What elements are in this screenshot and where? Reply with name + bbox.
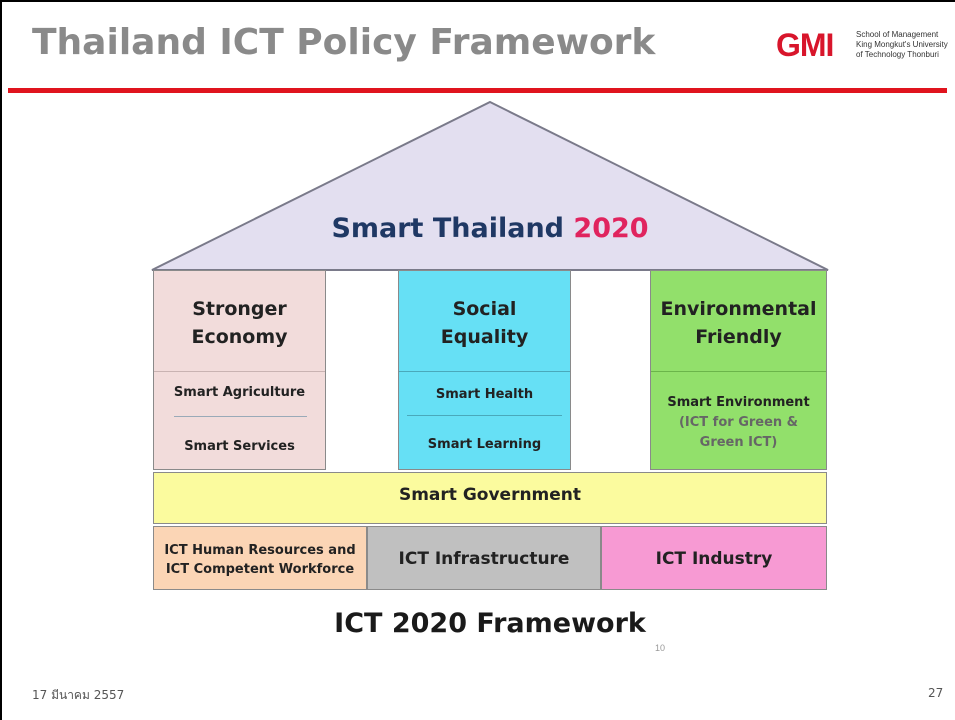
pillar-divider: [154, 371, 325, 372]
slide-top-border: [0, 0, 955, 2]
pillar-heading-line-1: Social: [452, 298, 517, 320]
pillar-heading-line-2: Friendly: [695, 326, 782, 348]
pillar-item: Smart Services: [184, 439, 295, 454]
footer-date: 17 มีนาคม 2557: [32, 688, 125, 702]
smart-government-label: Smart Government: [398, 485, 582, 505]
pillar-heading-line-2: Economy: [191, 326, 288, 348]
pillar-item: Smart Environment: [667, 395, 810, 410]
pillar-heading: Social Equality: [399, 295, 570, 351]
pillar-item-note: (ICT for Green &: [678, 415, 799, 430]
smart-government-bar: Smart Government: [153, 472, 827, 524]
pillar-heading-line-1: Environmental: [660, 298, 817, 320]
roof-title-year: 2020: [573, 213, 649, 244]
roof-title-main: Smart Thailand: [331, 213, 574, 244]
logo-line-3: of Technology Thonburi: [856, 50, 939, 59]
item-divider: [174, 416, 307, 417]
foundation-label: ICT Industry: [655, 549, 773, 569]
pillar-environmental-friendly: Environmental Friendly Smart Environment…: [650, 270, 827, 470]
slide-left-border: [0, 0, 2, 720]
pillar-divider: [399, 371, 570, 372]
logo-mark: GMI: [776, 27, 834, 63]
pillar-social-equality: Social Equality Smart Health Smart Learn…: [398, 270, 571, 470]
pillar-heading-line-2: Equality: [440, 326, 529, 348]
footer-page-number: 27: [928, 686, 944, 700]
title-divider: [8, 88, 947, 93]
diagram-caption: ICT 2020 Framework: [334, 608, 646, 639]
foundation-label-line-1: ICT Human Resources and: [164, 543, 356, 558]
pillar-divider: [651, 371, 826, 372]
image-source-number: 10: [655, 643, 666, 653]
foundation-label: ICT Human Resources and ICT Competent Wo…: [154, 541, 366, 579]
pillar-stronger-economy: Stronger Economy Smart Agriculture Smart…: [153, 270, 326, 470]
gmi-logo: GMI School of Management King Mongkut's …: [776, 28, 954, 64]
roof-title: Smart Thailand 2020: [150, 213, 830, 244]
pillar-item: Smart Health: [435, 387, 534, 402]
house-roof: [151, 100, 829, 271]
foundation-label-line-2: ICT Competent Workforce: [165, 562, 355, 577]
pillar-heading: Environmental Friendly: [651, 295, 826, 351]
logo-line-2: King Mongkut's University: [856, 40, 948, 49]
logo-line-1: School of Management: [856, 30, 939, 39]
foundation-industry: ICT Industry: [601, 526, 827, 590]
item-divider: [407, 415, 562, 416]
slide-title: Thailand ICT Policy Framework: [32, 22, 656, 63]
pillar-item: Smart Learning: [427, 437, 542, 452]
foundation-label: ICT Infrastructure: [398, 549, 570, 569]
logo-text: School of Management King Mongkut's Univ…: [856, 30, 948, 60]
pillar-heading: Stronger Economy: [154, 295, 325, 351]
pillar-item-note: Green ICT): [699, 435, 778, 450]
foundation-human-resources: ICT Human Resources and ICT Competent Wo…: [153, 526, 367, 590]
foundation-infrastructure: ICT Infrastructure: [367, 526, 601, 590]
pillar-heading-line-1: Stronger: [192, 298, 287, 320]
pillar-item: Smart Agriculture: [173, 385, 306, 400]
